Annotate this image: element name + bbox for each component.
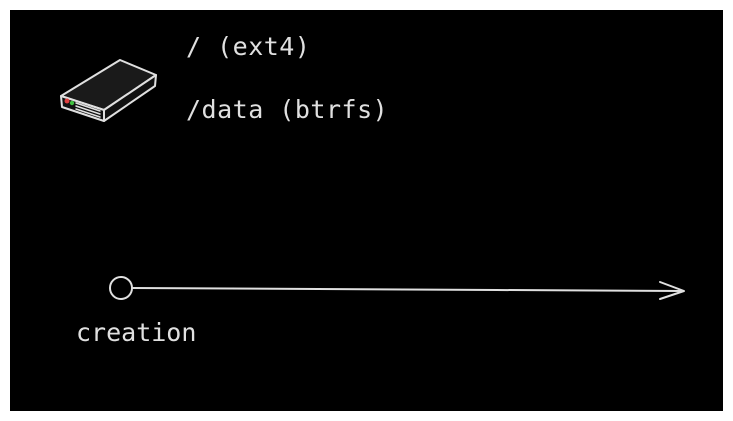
mount-data-label: /data (btrfs)	[186, 95, 389, 124]
hard-drive-icon	[60, 59, 157, 122]
mount-root-label: / (ext4)	[186, 32, 311, 61]
drive-led-green	[69, 100, 75, 106]
timeline-start-node	[109, 276, 133, 300]
timeline-line	[131, 287, 685, 292]
timeline-start-label: creation	[76, 318, 197, 347]
drive-led-red	[64, 98, 70, 104]
timeline-arrowhead	[659, 281, 685, 300]
